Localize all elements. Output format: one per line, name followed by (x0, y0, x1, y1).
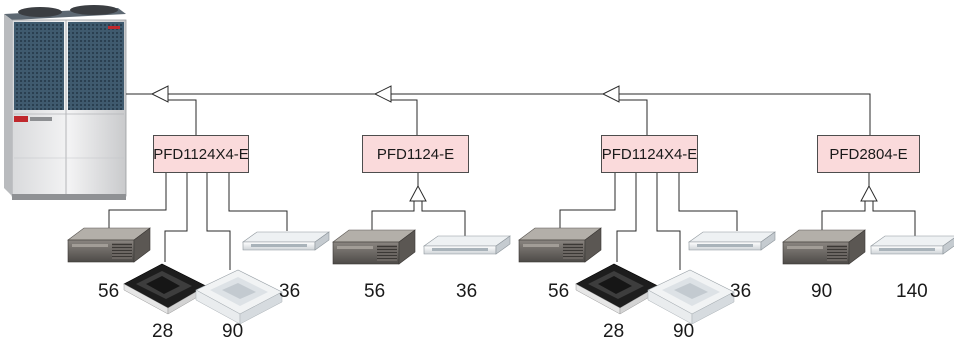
branch-box-label: PFD2804-E (829, 145, 908, 163)
branch-box-1: PFD1124X4-E (153, 135, 249, 173)
ceiling-suspended-unit-icon (423, 235, 511, 255)
capacity-label: 28 (152, 321, 174, 342)
pipe-to-box-2 (391, 99, 418, 136)
capacity-label: 90 (811, 281, 833, 302)
outdoor-unit-icon (4, 5, 127, 200)
ducted-unit-icon (782, 229, 866, 265)
ducted-unit-icon (332, 229, 416, 265)
cassette-white-icon (647, 269, 735, 325)
pipe-to-box-3 (619, 99, 648, 136)
capacity-label: 36 (456, 281, 478, 302)
capacity-label: 56 (98, 281, 120, 302)
branch-box-4: PFD2804-E (817, 135, 920, 173)
pipe-to-box-1 (168, 99, 197, 136)
cassette-black-icon (123, 263, 207, 315)
ducted-unit-icon (518, 227, 602, 263)
branch-joint-1 (150, 85, 169, 103)
capacity-label: 28 (603, 321, 625, 342)
capacity-label: 90 (222, 321, 244, 342)
box-3-pipes (559, 172, 738, 270)
ceiling-suspended-unit-icon (688, 231, 776, 251)
branch-joint-3 (601, 85, 620, 103)
ducted-unit-icon (67, 227, 151, 263)
box-2-pipes (371, 172, 466, 236)
branch-box-2: PFD1124-E (362, 135, 469, 173)
cassette-black-icon (575, 263, 659, 315)
cassette-white-icon (195, 269, 283, 325)
capacity-label: 140 (896, 281, 928, 302)
branch-box-label: PFD1124-E (376, 145, 455, 163)
box-4-pipes (821, 172, 916, 236)
capacity-label: 56 (364, 281, 386, 302)
capacity-label: 36 (730, 281, 752, 302)
capacity-label: 90 (673, 321, 695, 342)
branch-box-label: PFD1124X4-E (153, 145, 249, 163)
main-pipe (126, 93, 871, 141)
box-1-pipes (108, 172, 288, 270)
ceiling-suspended-unit-icon (870, 235, 954, 255)
capacity-label: 36 (279, 281, 301, 302)
capacity-label: 56 (548, 281, 570, 302)
branch-box-3: PFD1124X4-E (601, 135, 698, 173)
branch-joint-2 (373, 85, 392, 103)
ceiling-suspended-unit-icon (242, 231, 330, 251)
branch-box-label: PFD1124X4-E (601, 145, 698, 163)
